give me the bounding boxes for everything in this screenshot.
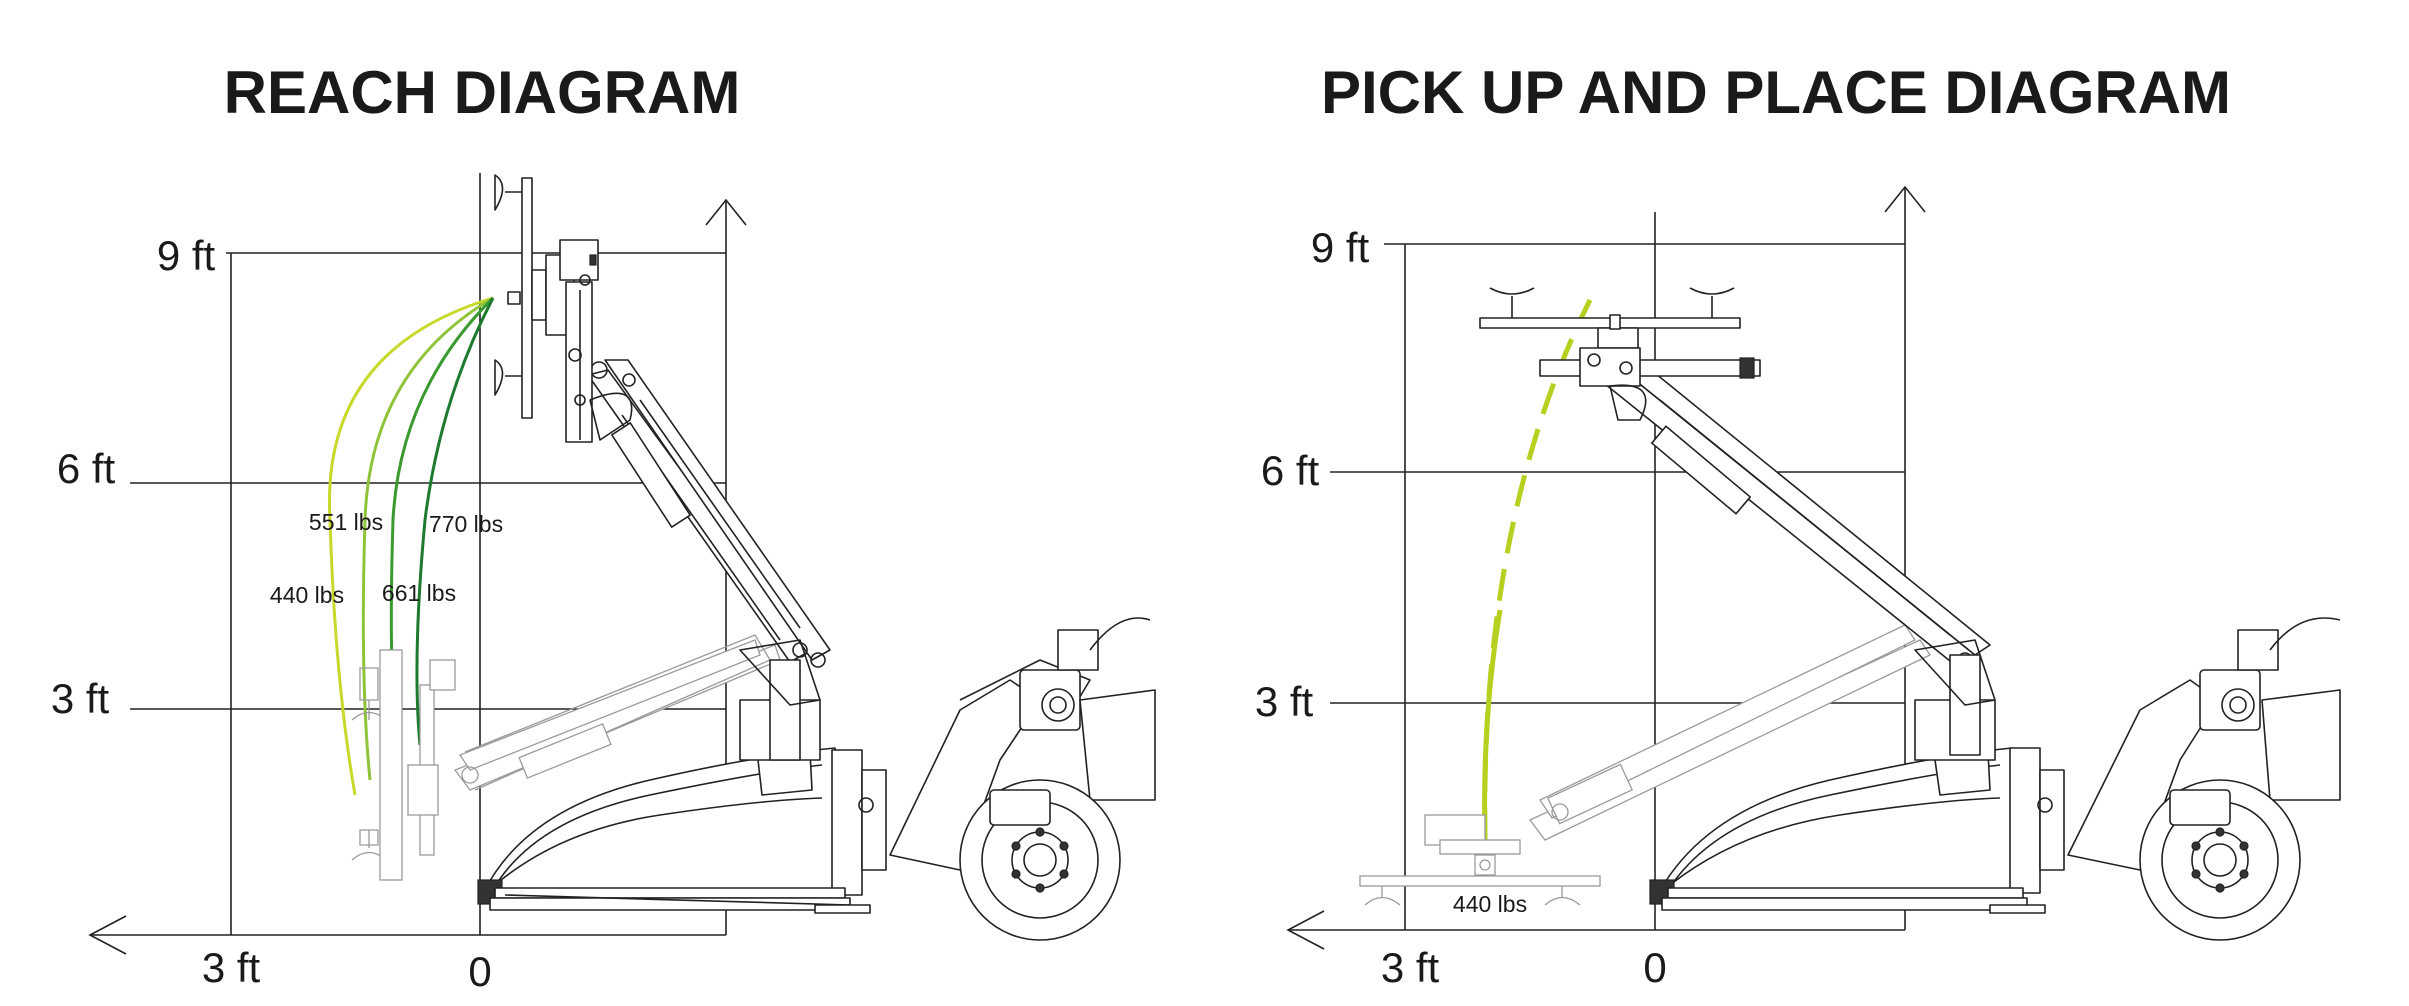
reach-x-axis-arrow <box>88 915 127 955</box>
pick-place-loader <box>2067 617 2341 941</box>
pick-place-trajectory <box>1482 298 1593 841</box>
reach-loader <box>889 617 1156 941</box>
load-curve-440 <box>327 296 494 796</box>
reach-raised-boom <box>587 359 831 668</box>
pick-place-lower-lifter <box>1359 814 1601 906</box>
pick-place-y-label-9ft: 9 ft <box>1311 224 1370 271</box>
pick-place-trajectory-solid <box>1482 609 1503 841</box>
load-label-551: 551 lbs <box>309 509 383 535</box>
reach-diagram-title: REACH DIAGRAM <box>224 59 741 126</box>
reach-x-label-0: 0 <box>468 948 491 995</box>
pick-place-y-axis-arrow <box>1884 185 1926 244</box>
load-label-440: 440 lbs <box>270 582 344 608</box>
pick-place-y-label-3ft: 3 ft <box>1255 678 1314 725</box>
reach-y-label-6ft: 6 ft <box>57 445 116 492</box>
reach-lowered-boom-ghost <box>351 634 781 881</box>
pick-place-diagram-title: PICK UP AND PLACE DIAGRAM <box>1321 59 2231 126</box>
pick-place-lowered-boom-ghost <box>1528 624 1931 841</box>
pick-place-diagram-panel: PICK UP AND PLACE DIAGRAM 9 ft 6 ft 3 ft… <box>1255 59 2341 991</box>
load-label-661: 661 lbs <box>382 580 456 606</box>
reach-y-axis-arrow <box>705 198 747 253</box>
reach-y-label-3ft: 3 ft <box>51 675 110 722</box>
load-curve-770 <box>415 297 495 746</box>
load-label-770: 770 lbs <box>429 511 503 537</box>
pick-place-carrier-body <box>1649 639 2065 914</box>
reach-diagram-panel: REACH DIAGRAM 9 ft 6 ft 3 ft 3 ft 0 <box>51 59 1156 995</box>
pick-place-raised-boom <box>1599 364 1991 668</box>
pick-place-raised-lifter <box>1479 287 1761 421</box>
reach-y-label-9ft: 9 ft <box>157 232 216 279</box>
reach-load-curves <box>327 296 495 796</box>
reach-carrier-body <box>477 639 887 914</box>
load-curve-551 <box>361 296 494 781</box>
reach-raised-lifter <box>494 174 633 443</box>
pick-place-x-label-0: 0 <box>1643 944 1666 991</box>
pick-place-x-axis-arrow <box>1286 910 1325 950</box>
reach-x-label-3ft: 3 ft <box>202 944 261 991</box>
pick-place-y-label-6ft: 6 ft <box>1261 447 1320 494</box>
pick-place-x-label-3ft: 3 ft <box>1381 944 1440 991</box>
pick-place-load-label: 440 lbs <box>1453 891 1527 917</box>
